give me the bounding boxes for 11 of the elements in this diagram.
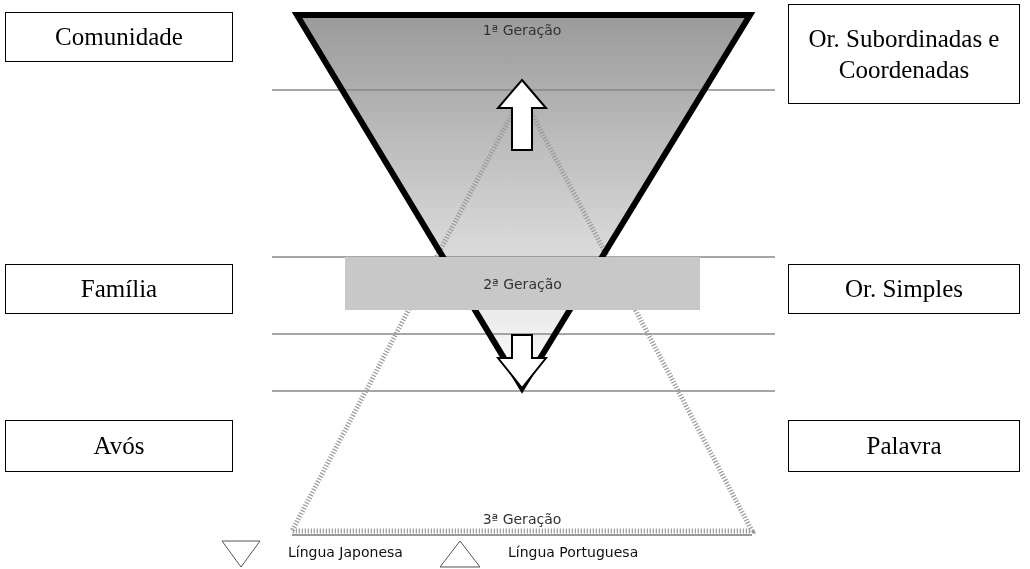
label-box: Or. Subordinadas e Coordenadas [788,4,1020,104]
label-box: Comunidade [5,12,233,62]
generation-label: 1ª Geração [482,22,562,38]
generation-label: 3ª Geração [482,511,562,527]
legend-label: Língua Portuguesa [508,544,639,560]
label-box: Família [5,264,233,314]
legend-label: Língua Japonesa [288,544,403,560]
label-box: Or. Simples [788,264,1020,314]
label-box: Avós [5,420,233,472]
label-box: Palavra [788,420,1020,472]
generation-band: 2ª Geração [345,257,700,310]
